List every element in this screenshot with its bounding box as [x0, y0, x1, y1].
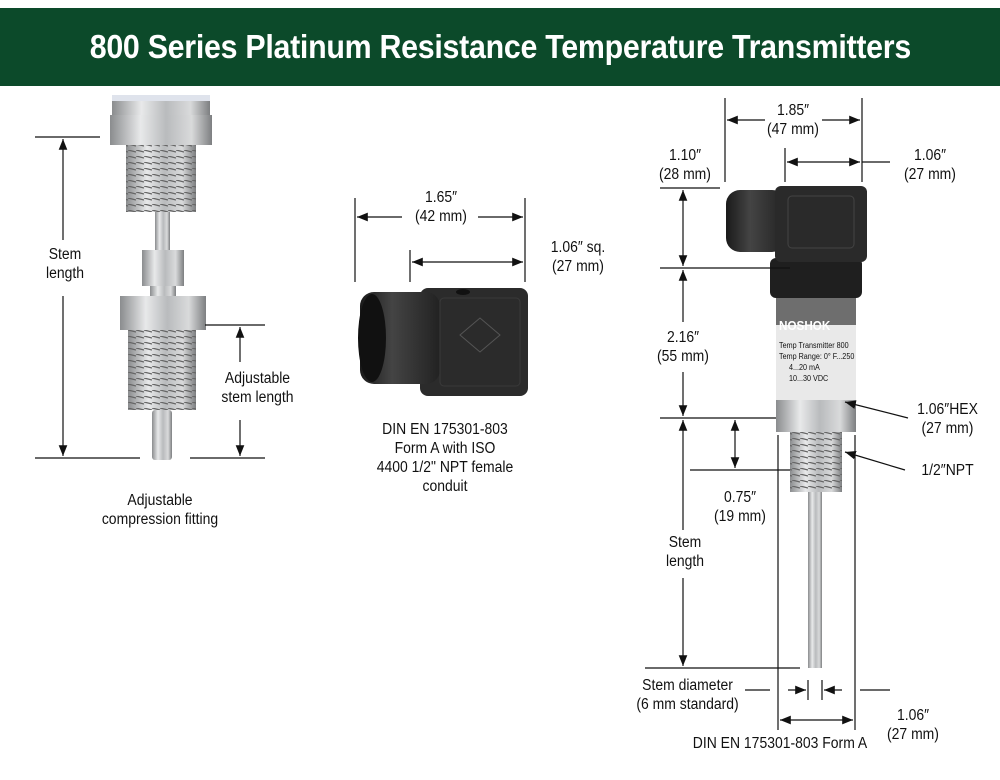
- stem-diameter-label: Stem diameter(6 mm standard): [636, 677, 739, 713]
- connector-depth-label: 1.06″(27 mm): [904, 147, 956, 183]
- product-label-line: Temp Range: 0° F...250: [779, 352, 855, 361]
- brand-label: NOSHOK: [779, 318, 831, 333]
- npt-label: 1/2″NPT: [921, 462, 974, 479]
- hex-label: 1.06″HEX(27 mm): [917, 401, 978, 437]
- connector-square-label: 1.06″ sq.(27 mm): [550, 239, 606, 275]
- product-label-line: Temp Transmitter 800: [779, 341, 849, 350]
- product-label-line: 10...30 VDC: [789, 374, 829, 383]
- thread-length-label: 0.75″(19 mm): [714, 489, 766, 525]
- page-title: 800 Series Platinum Resistance Temperatu…: [89, 28, 911, 65]
- body-diameter-label: 1.06″(27 mm): [887, 707, 939, 743]
- product-label-line: 4...20 mA: [789, 363, 820, 372]
- connector-width-label: 1.65″(42 mm): [415, 189, 467, 225]
- top-width-label: 1.85″(47 mm): [767, 102, 819, 138]
- compression-fitting-image: [110, 95, 212, 460]
- body-height-label: 2.16″(55 mm): [657, 329, 709, 365]
- din-connector-image: [358, 288, 528, 396]
- connector-height-label: 1.10″(28 mm): [659, 147, 711, 183]
- transmitter-image: [726, 186, 867, 668]
- title-banner: 800 Series Platinum Resistance Temperatu…: [0, 8, 1000, 86]
- transmitter-caption: DIN EN 175301-803 Form A: [692, 735, 868, 752]
